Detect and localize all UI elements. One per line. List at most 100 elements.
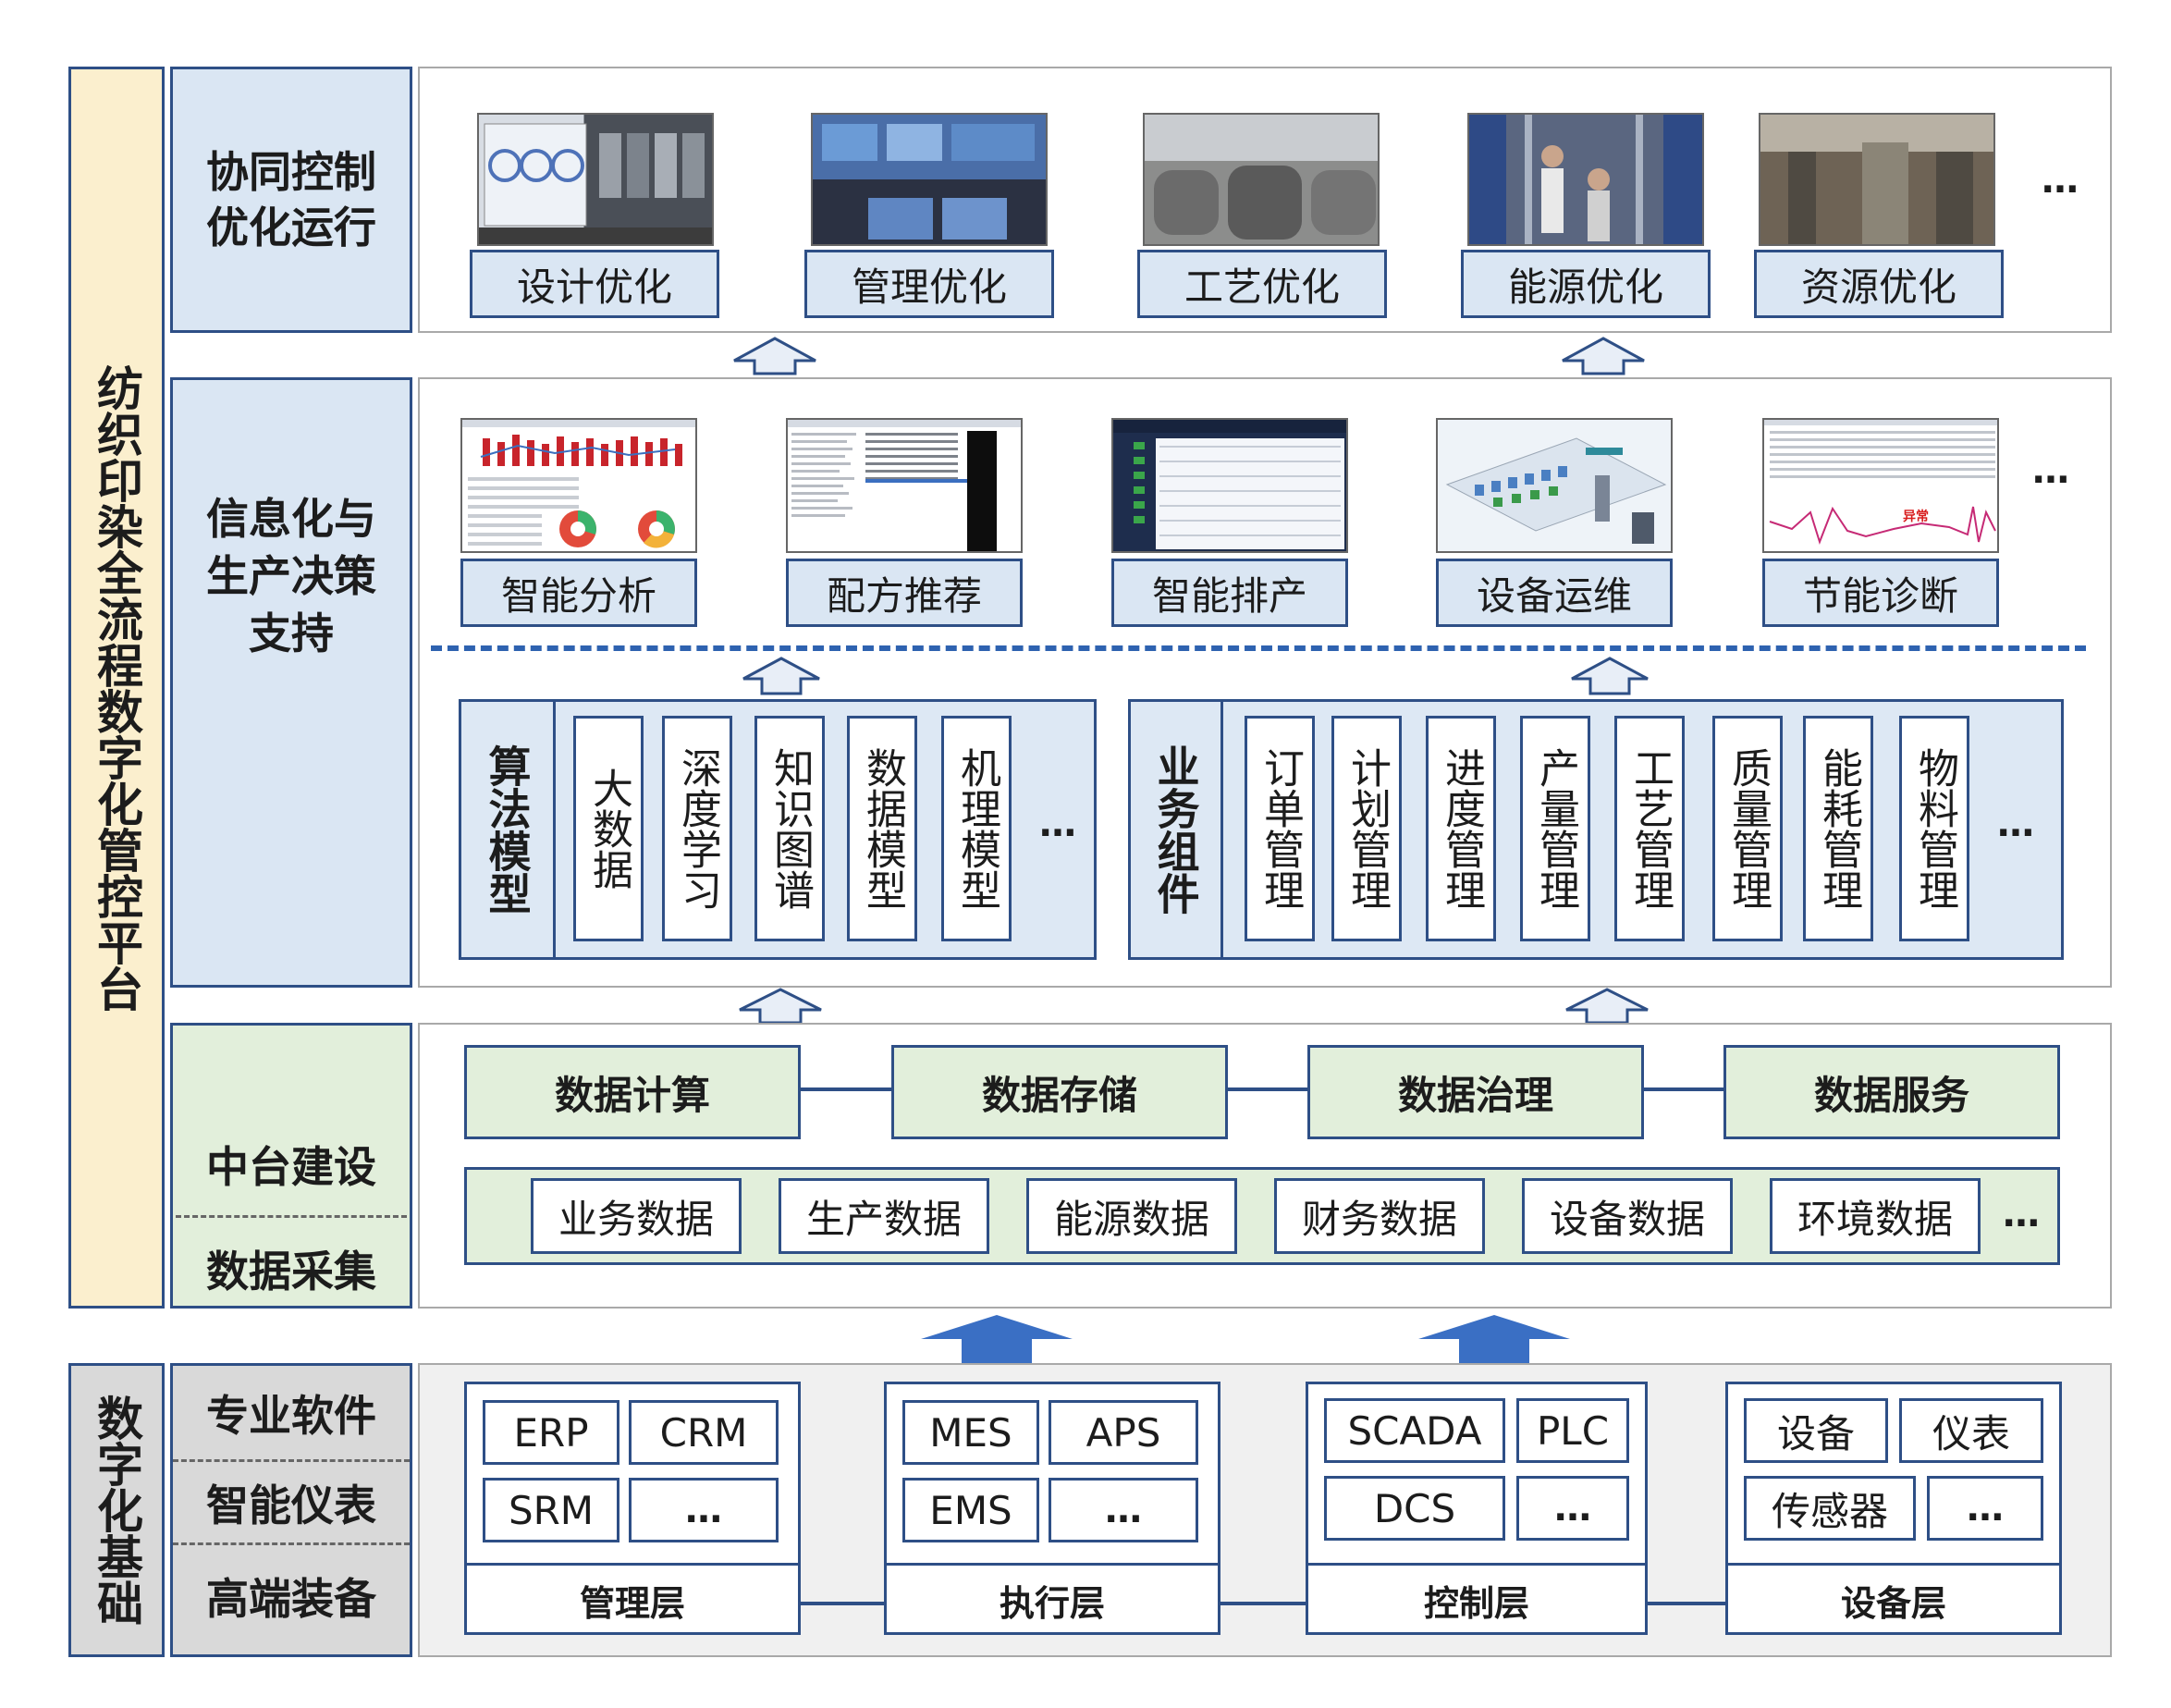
ctrl-dcs: DCS <box>1324 1476 1505 1541</box>
source-equipment: 设备数据 <box>1522 1178 1733 1254</box>
mgmt-crm: CRM <box>629 1400 779 1465</box>
biz-item-energy: 能耗管理 <box>1803 716 1873 941</box>
design-photo <box>477 113 714 246</box>
ctrl-dcs-label: DCS <box>1373 1485 1456 1531</box>
group-management-label: 管理层 <box>579 1583 685 1624</box>
ctrl-plc-label: PLC <box>1536 1407 1610 1454</box>
ctrl-scada-label: SCADA <box>1347 1407 1482 1454</box>
energy-photo-art <box>1469 115 1702 244</box>
mgmt-crm-label: CRM <box>659 1409 748 1456</box>
recipe-screenshot-art <box>788 420 1021 551</box>
scheduling-screenshot <box>1111 418 1348 553</box>
algo-more: … <box>1039 803 1078 845</box>
management-photo-art <box>813 115 1046 244</box>
info-item-scheduling-label: 智能排产 <box>1151 572 1307 619</box>
energy-photo <box>1467 113 1704 246</box>
layer-software: 专业软件 <box>173 1366 410 1462</box>
source-production-label: 生产数据 <box>805 1196 962 1242</box>
coop-item-management-label: 管理优化 <box>851 264 1007 310</box>
info-item-maintenance-label: 设备运维 <box>1476 572 1632 619</box>
algo-item-datamodel-label: 数据模型 <box>859 747 906 910</box>
device-more: … <box>1927 1476 2043 1541</box>
resource-photo-art <box>1760 115 1993 244</box>
coop-item-design-label: 设计优化 <box>516 264 672 310</box>
source-business: 业务数据 <box>531 1178 742 1254</box>
source-equipment-label: 设备数据 <box>1549 1196 1705 1242</box>
exec-ems-label: EMS <box>929 1487 1012 1533</box>
algo-item-bigdata: 大数据 <box>573 716 644 941</box>
algo-item-deeplearning: 深度学习 <box>662 716 732 941</box>
op-compute: 数据计算 <box>464 1045 801 1139</box>
platform-title: 纺织印染全流程数字化管控平台 <box>90 363 143 1012</box>
op-compute-label: 数据计算 <box>554 1072 710 1118</box>
coop-item-process: 工艺优化 <box>1137 250 1387 318</box>
biz-item-progress-label: 进度管理 <box>1438 747 1485 910</box>
source-finance: 财务数据 <box>1274 1178 1485 1254</box>
algo-item-datamodel: 数据模型 <box>847 716 917 941</box>
info-item-recipe: 配方推荐 <box>786 559 1023 627</box>
info-item-analysis: 智能分析 <box>460 559 697 627</box>
digital-base-title-column: 数字化基础 <box>68 1363 165 1657</box>
source-finance-label: 财务数据 <box>1301 1196 1457 1242</box>
exec-ems: EMS <box>902 1478 1039 1542</box>
maintenance-screenshot <box>1436 418 1673 553</box>
info-item-scheduling: 智能排产 <box>1111 559 1348 627</box>
biz-item-material: 物料管理 <box>1899 716 1969 941</box>
group-device-title: 设备层 <box>1725 1563 2062 1635</box>
source-energy: 能源数据 <box>1026 1178 1237 1254</box>
process-photo-art <box>1145 115 1378 240</box>
op-governance-label: 数据治理 <box>1397 1072 1553 1118</box>
layer-label-info: 信息化与生产决策支持 <box>170 377 412 988</box>
resource-photo <box>1759 113 1995 246</box>
platform-title-column: 纺织印染全流程数字化管控平台 <box>68 67 165 1309</box>
algo-item-mechanism-label: 机理模型 <box>953 747 1000 910</box>
algo-title: 算法模型 <box>482 744 533 915</box>
info-dashed-divider <box>431 645 2086 651</box>
biz-item-output: 产量管理 <box>1520 716 1590 941</box>
coop-item-resource-label: 资源优化 <box>1800 264 1956 310</box>
up-arrow-base-right <box>1418 1315 1570 1363</box>
analysis-screenshot-art <box>462 420 695 548</box>
diagnosis-screenshot <box>1762 418 1999 553</box>
coop-item-design: 设计优化 <box>470 250 719 318</box>
op-storage-label: 数据存储 <box>981 1072 1137 1118</box>
biz-item-quality-label: 质量管理 <box>1724 747 1772 910</box>
algo-item-knowledgegraph-label: 知识图谱 <box>767 747 814 910</box>
mgmt-erp-label: ERP <box>513 1409 589 1456</box>
biz-item-quality: 质量管理 <box>1712 716 1783 941</box>
mgmt-more-label: … <box>685 1489 722 1531</box>
op-governance: 数据治理 <box>1307 1045 1644 1139</box>
info-item-analysis-label: 智能分析 <box>500 572 656 619</box>
algo-item-bigdata-label: 大数据 <box>585 768 632 890</box>
source-environment-label: 环境数据 <box>1797 1196 1953 1242</box>
layer-label-coop: 协同控制优化运行 <box>170 67 412 333</box>
biz-title-cell: 业务组件 <box>1131 702 1223 957</box>
layer-instrument-label: 智能仪表 <box>206 1480 376 1530</box>
exec-aps-label: APS <box>1086 1409 1161 1456</box>
layer-label-middle: 中台建设 数据采集 <box>170 1023 412 1309</box>
exec-more: … <box>1049 1478 1198 1542</box>
exec-more-label: … <box>1105 1489 1142 1531</box>
coop-item-management: 管理优化 <box>804 250 1054 318</box>
algo-item-mechanism: 机理模型 <box>941 716 1012 941</box>
coop-item-resource: 资源优化 <box>1754 250 2004 318</box>
digital-base-label-column: 专业软件 智能仪表 高端装备 <box>170 1363 412 1657</box>
mgmt-srm: SRM <box>483 1478 619 1542</box>
up-arrow-base-left <box>921 1315 1073 1363</box>
recipe-screenshot <box>786 418 1023 553</box>
algo-item-knowledgegraph: 知识图谱 <box>754 716 825 941</box>
ctrl-scada: SCADA <box>1324 1398 1505 1463</box>
digital-base-title: 数字化基础 <box>90 1395 143 1626</box>
biz-item-craft-label: 工艺管理 <box>1626 747 1674 910</box>
layer-equipment-label: 高端装备 <box>206 1574 376 1624</box>
ctrl-more: … <box>1516 1476 1629 1541</box>
algo-title-cell: 算法模型 <box>461 702 556 957</box>
biz-item-craft: 工艺管理 <box>1614 716 1685 941</box>
group-management-title: 管理层 <box>464 1563 801 1635</box>
scheduling-screenshot-art <box>1113 420 1346 549</box>
source-more: … <box>2003 1193 2042 1235</box>
up-arrow-coop-left <box>733 337 816 375</box>
biz-item-progress: 进度管理 <box>1426 716 1496 941</box>
device-more-label: … <box>1967 1487 2004 1530</box>
up-arrow-coop-right <box>1562 337 1645 375</box>
